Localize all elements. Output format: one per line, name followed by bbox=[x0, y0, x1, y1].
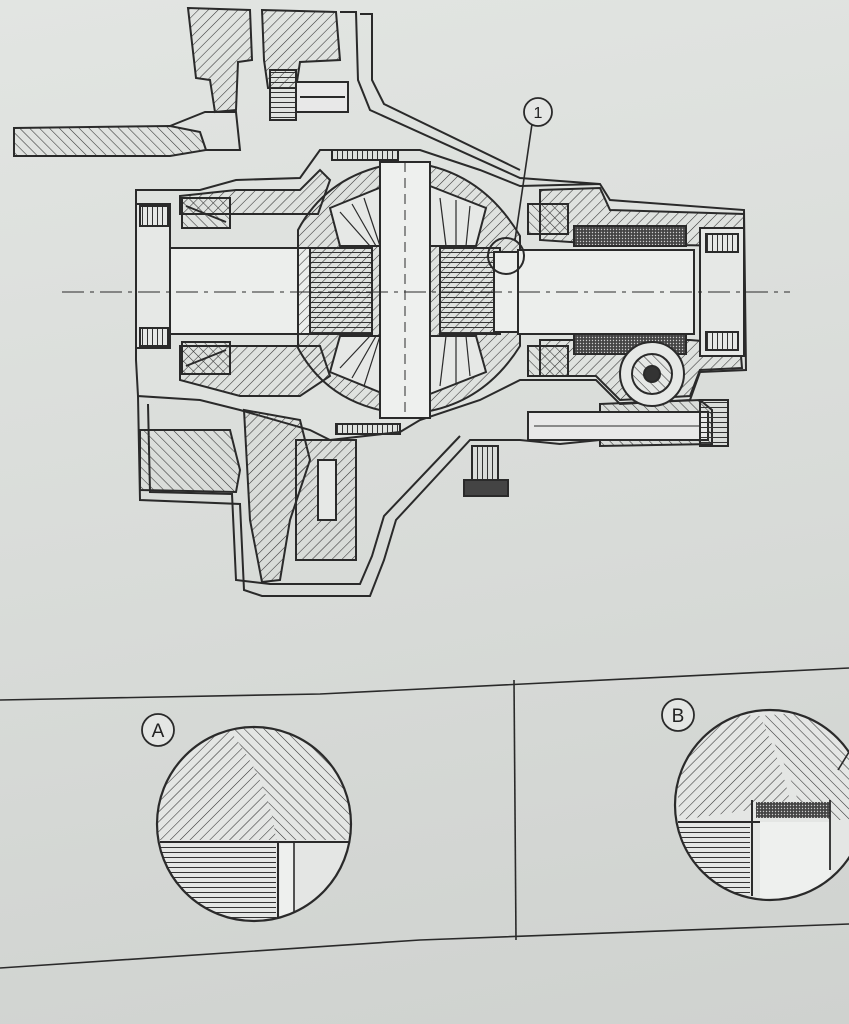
svg-text:A: A bbox=[152, 721, 165, 742]
svg-text:B: B bbox=[672, 706, 685, 727]
differential-case bbox=[297, 160, 521, 419]
lower-bolts bbox=[331, 149, 729, 497]
detail-b-view bbox=[673, 708, 849, 902]
detail-marker-circle bbox=[487, 123, 533, 275]
left-axle-shaft bbox=[169, 247, 311, 335]
callout-a: A bbox=[141, 713, 175, 747]
callout-b: B bbox=[661, 698, 695, 732]
svg-text:1: 1 bbox=[534, 105, 543, 122]
callout-1: 1 bbox=[523, 97, 553, 127]
pinion-gear bbox=[619, 341, 685, 407]
right-axle-shaft bbox=[493, 203, 745, 377]
bolt-upper bbox=[269, 69, 349, 121]
lower-web bbox=[295, 439, 357, 561]
detail-panel-frame bbox=[0, 667, 849, 969]
detail-a-view bbox=[155, 725, 353, 923]
housing-upper-flange bbox=[13, 6, 601, 185]
